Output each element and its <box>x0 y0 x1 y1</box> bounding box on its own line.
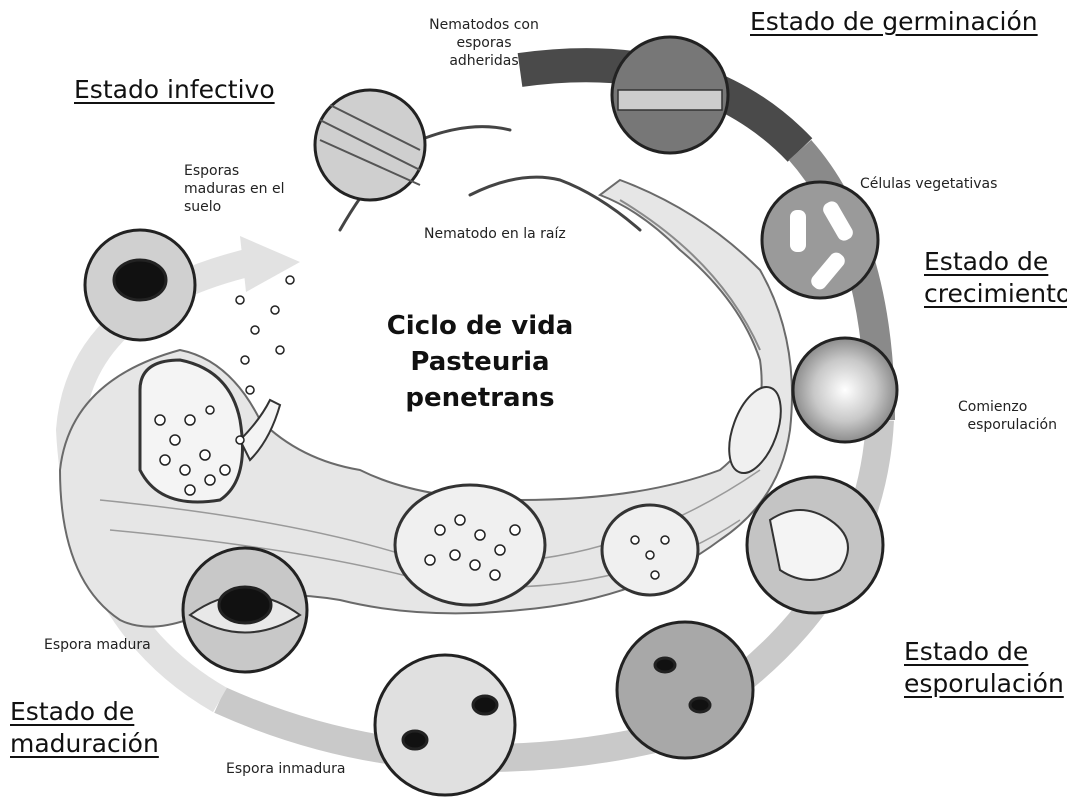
spore <box>170 435 180 445</box>
stage-maturation-line-1: Estado de <box>10 696 159 728</box>
late-spore <box>690 698 710 712</box>
stage-infective-line-1: Estado infectivo <box>74 75 275 104</box>
diagram-title-line-1: Ciclo de vida <box>360 308 600 344</box>
stage-germination-line-1: Estado de germinación <box>750 7 1038 36</box>
spore <box>220 465 230 475</box>
spore <box>271 306 279 314</box>
label-immature-spore: Espora inmadura <box>226 760 345 778</box>
vegetative-cell <box>790 210 806 252</box>
mature-spore <box>219 587 271 623</box>
diagram-title: Ciclo de vida Pasteuria penetrans <box>360 308 600 416</box>
label-mature-spores-soil-line-2: maduras en el <box>184 180 285 198</box>
diagram-title-line-3: penetrans <box>360 380 600 416</box>
stage-maturation-line-2: maduración <box>10 728 159 760</box>
label-mature-spores-soil: Esporas maduras en el suelo <box>184 162 285 216</box>
label-mature-spores-soil-line-1: Esporas <box>184 162 285 180</box>
label-nematodes-spores-line-2: esporas <box>424 34 544 52</box>
germination-cuticle <box>618 90 722 110</box>
spore <box>241 356 249 364</box>
spore <box>510 525 520 535</box>
label-nematodes-spores: Nematodos con esporas adheridas <box>424 16 544 70</box>
spore <box>450 550 460 560</box>
label-nematodes-spores-line-1: Nematodos con <box>424 16 544 34</box>
spore <box>185 415 195 425</box>
label-vegetative-cells: Células vegetativas <box>860 175 997 193</box>
spore <box>490 570 500 580</box>
spore <box>251 326 259 334</box>
spore <box>455 515 465 525</box>
spore <box>286 276 294 284</box>
stage-sporulation-line-2: esporulación <box>904 668 1064 700</box>
spore-in-soil <box>114 260 166 300</box>
label-mature-spores-soil-line-3: suelo <box>184 198 285 216</box>
spore <box>246 386 254 394</box>
label-sporulation-start-line-2: esporulación <box>942 416 1057 434</box>
stage-growth-line-1: Estado de <box>924 246 1067 278</box>
spore <box>646 551 654 559</box>
label-sporulation-start-line-1: Comienzo <box>942 398 1057 416</box>
spore <box>236 296 244 304</box>
label-nematodes-spores-line-3: adheridas <box>424 52 544 70</box>
stage-germination: Estado de germinación <box>750 6 1038 38</box>
stage-growth: Estado de crecimiento <box>924 246 1067 310</box>
infected-nematode-center <box>395 485 545 605</box>
spore <box>185 485 195 495</box>
spore <box>206 406 214 414</box>
stage-growth-line-2: crecimiento <box>924 278 1067 310</box>
spore <box>160 455 170 465</box>
spore <box>495 545 505 555</box>
diagram-title-line-2: Pasteuria <box>360 344 600 380</box>
spore <box>155 415 165 425</box>
spore <box>276 346 284 354</box>
spore <box>205 475 215 485</box>
spore <box>631 536 639 544</box>
infected-nematode-right <box>602 505 698 595</box>
spore <box>435 525 445 535</box>
spore <box>661 536 669 544</box>
stage-infective: Estado infectivo <box>74 74 275 106</box>
circle-sporulation-start <box>793 338 897 442</box>
label-sporulation-start: Comienzo esporulación <box>942 398 1057 434</box>
spore <box>470 560 480 570</box>
immature-spore <box>473 696 497 714</box>
circle-sporulation-late <box>617 622 753 758</box>
circle-immature-spore <box>375 655 515 795</box>
label-nematode-root: Nematodo en la raíz <box>424 225 566 243</box>
label-mature-spore: Espora madura <box>44 636 151 654</box>
stage-maturation: Estado de maduración <box>10 696 159 760</box>
spore <box>200 450 210 460</box>
spore <box>651 571 659 579</box>
spore <box>236 436 244 444</box>
immature-spore <box>403 731 427 749</box>
spore <box>180 465 190 475</box>
spore <box>475 530 485 540</box>
stage-sporulation: Estado de esporulación <box>904 636 1064 700</box>
stage-sporulation-line-1: Estado de <box>904 636 1064 668</box>
spore <box>425 555 435 565</box>
late-spore <box>655 658 675 672</box>
